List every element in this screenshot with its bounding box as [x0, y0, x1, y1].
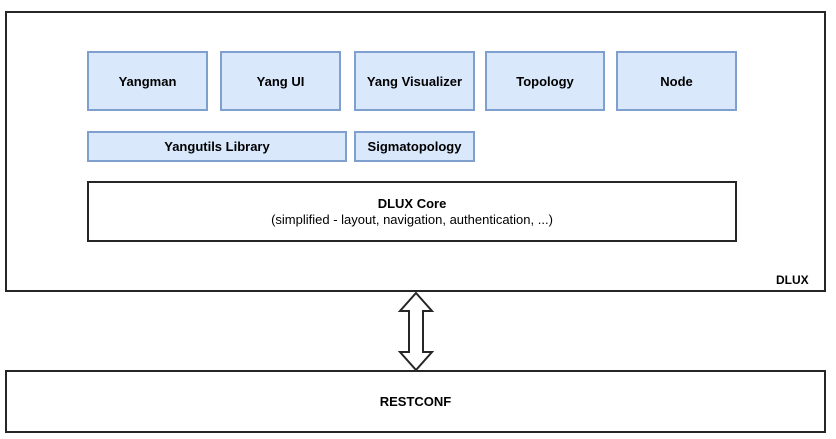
- library-sigmatopology-label: Sigmatopology: [367, 139, 462, 154]
- dlux-core-subtitle: (simplified - layout, navigation, authen…: [271, 212, 553, 227]
- bidirectional-arrow-icon: [397, 291, 435, 372]
- dlux-label: DLUX: [776, 273, 809, 287]
- library-yangutils: Yangutils Library: [87, 131, 347, 162]
- module-topology-label: Topology: [516, 73, 574, 89]
- library-yangutils-label: Yangutils Library: [164, 139, 270, 154]
- module-yang-visualizer-label: Yang Visualizer: [366, 73, 463, 89]
- module-node: Node: [616, 51, 737, 111]
- restconf-box: RESTCONF: [5, 370, 826, 433]
- dlux-core: DLUX Core (simplified - layout, navigati…: [87, 181, 737, 242]
- restconf-label: RESTCONF: [379, 394, 452, 409]
- module-yang-ui-label: Yang UI: [256, 73, 305, 89]
- module-yangman: Yangman: [87, 51, 208, 111]
- module-node-label: Node: [660, 73, 693, 89]
- module-yangman-label: Yangman: [118, 73, 177, 89]
- module-yang-ui: Yang UI: [220, 51, 341, 111]
- dlux-core-title: DLUX Core: [377, 196, 447, 211]
- module-topology: Topology: [485, 51, 605, 111]
- module-yang-visualizer: Yang Visualizer: [354, 51, 475, 111]
- library-sigmatopology: Sigmatopology: [354, 131, 475, 162]
